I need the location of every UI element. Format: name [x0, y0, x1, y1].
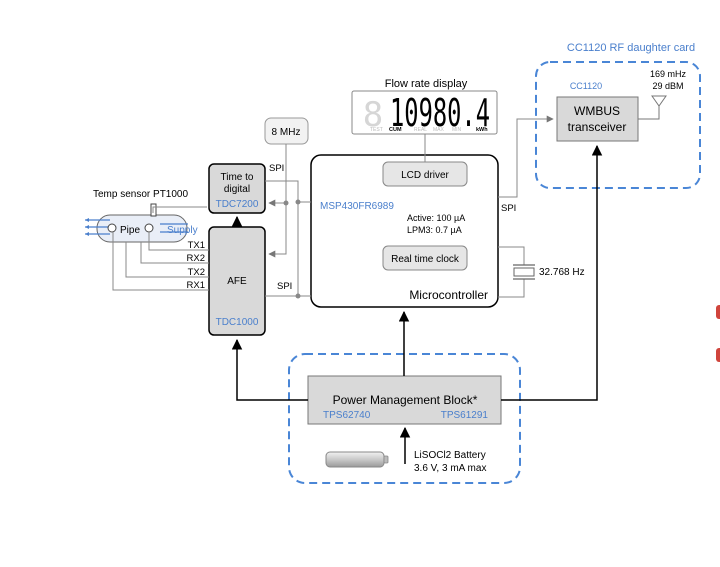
pipe-label: Pipe — [120, 225, 140, 236]
rtc-block — [382, 245, 468, 271]
clock-8mhz-label: 8 MHz — [272, 127, 301, 138]
lcd-label-kwh: kWh — [476, 127, 488, 133]
lcd-label-test: TEST — [370, 127, 383, 133]
mcu-to-transceiver-spi — [498, 115, 554, 198]
tdc-spi-label: SPI — [269, 163, 284, 174]
lcd-label-real: REAL — [414, 127, 427, 133]
junction-dot-3 — [295, 293, 301, 299]
rf-card-border — [535, 61, 701, 189]
supply-label: Supply — [167, 225, 198, 236]
display-title: Flow rate display — [385, 78, 468, 90]
edge-fragment-2 — [716, 348, 720, 362]
afe-part: TDC1000 — [216, 317, 259, 328]
transceiver-line-2: transceiver — [568, 120, 627, 134]
edge-fragment-1 — [716, 305, 720, 319]
signal-tx2: TX2 — [188, 267, 205, 278]
mcu-spi-label: SPI — [501, 203, 516, 214]
battery-spec: 3.6 V, 3 mA max — [414, 463, 486, 474]
lcd-label-max: MAX — [433, 127, 445, 133]
transceiver-line-1: WMBUS — [574, 104, 620, 118]
power-section-border — [288, 353, 521, 484]
afe-title: AFE — [227, 276, 247, 287]
rf-frequency: 169 mHz — [650, 69, 687, 79]
afe-spi-label: SPI — [277, 281, 292, 292]
pipe-icon — [85, 203, 188, 243]
lcd-ghost-digit: 8 — [363, 95, 383, 135]
battery-icon — [325, 451, 389, 468]
mcu-title: Microcontroller — [409, 288, 488, 302]
rf-card-title: CC1120 RF daughter card — [567, 42, 695, 54]
sensor-wiring — [112, 206, 209, 291]
pmb-title: Power Management Block* — [333, 393, 478, 407]
tdc-title-line-1: Time to — [221, 172, 254, 183]
pmb-to-afe-arrow — [231, 338, 308, 401]
cc1120-label: CC1120 — [570, 81, 602, 91]
rtc-label: Real time clock — [391, 254, 460, 265]
tdc-spi-wire — [265, 180, 299, 202]
crystal-wire-top — [498, 246, 525, 265]
mcu-active-current: Active: 100 µA — [407, 213, 465, 223]
clock-to-afe-wire — [268, 203, 287, 258]
signal-rx1: RX1 — [187, 280, 205, 291]
lcd-label-min: MIN — [452, 127, 462, 133]
crystal-icon — [513, 264, 535, 280]
pmb-to-rf-arrow — [501, 144, 603, 401]
rf-power: 29 dBM — [652, 81, 683, 91]
tdc7200-block — [208, 163, 266, 214]
mcu-lpm3-current: LPM3: 0.7 µA — [407, 225, 462, 235]
lcd-driver-label: LCD driver — [401, 170, 449, 181]
pmb-part-left: TPS62740 — [323, 410, 371, 421]
battery-name: LiSOCl2 Battery — [414, 450, 486, 461]
mcu-part: MSP430FR6989 — [320, 201, 394, 212]
crystal-label: 32.768 Hz — [539, 267, 585, 278]
tdc-part: TDC7200 — [216, 199, 259, 210]
lcd-label-cum: CUM — [389, 127, 402, 133]
rf-daughter-card: CC1120 RF daughter card CC1120 WMBUS tra… — [535, 42, 701, 189]
power-management-block — [307, 375, 502, 425]
crystal-wire-bottom — [498, 279, 525, 298]
signal-tx1: TX1 — [188, 240, 205, 251]
lcd-digits: 10980.4 — [390, 91, 490, 135]
temp-sensor-label: Temp sensor PT1000 — [93, 189, 188, 200]
flow-rate-display: Flow rate display 8 10980.4 TEST CUM REA… — [351, 78, 498, 135]
antenna-icon — [638, 95, 667, 120]
power-section: Power Management Block* TPS62740 TPS6129… — [288, 353, 521, 484]
signal-rx2: RX2 — [187, 253, 205, 264]
pmb-part-right: TPS61291 — [441, 410, 489, 421]
tdc-title-line-2: digital — [224, 184, 250, 195]
